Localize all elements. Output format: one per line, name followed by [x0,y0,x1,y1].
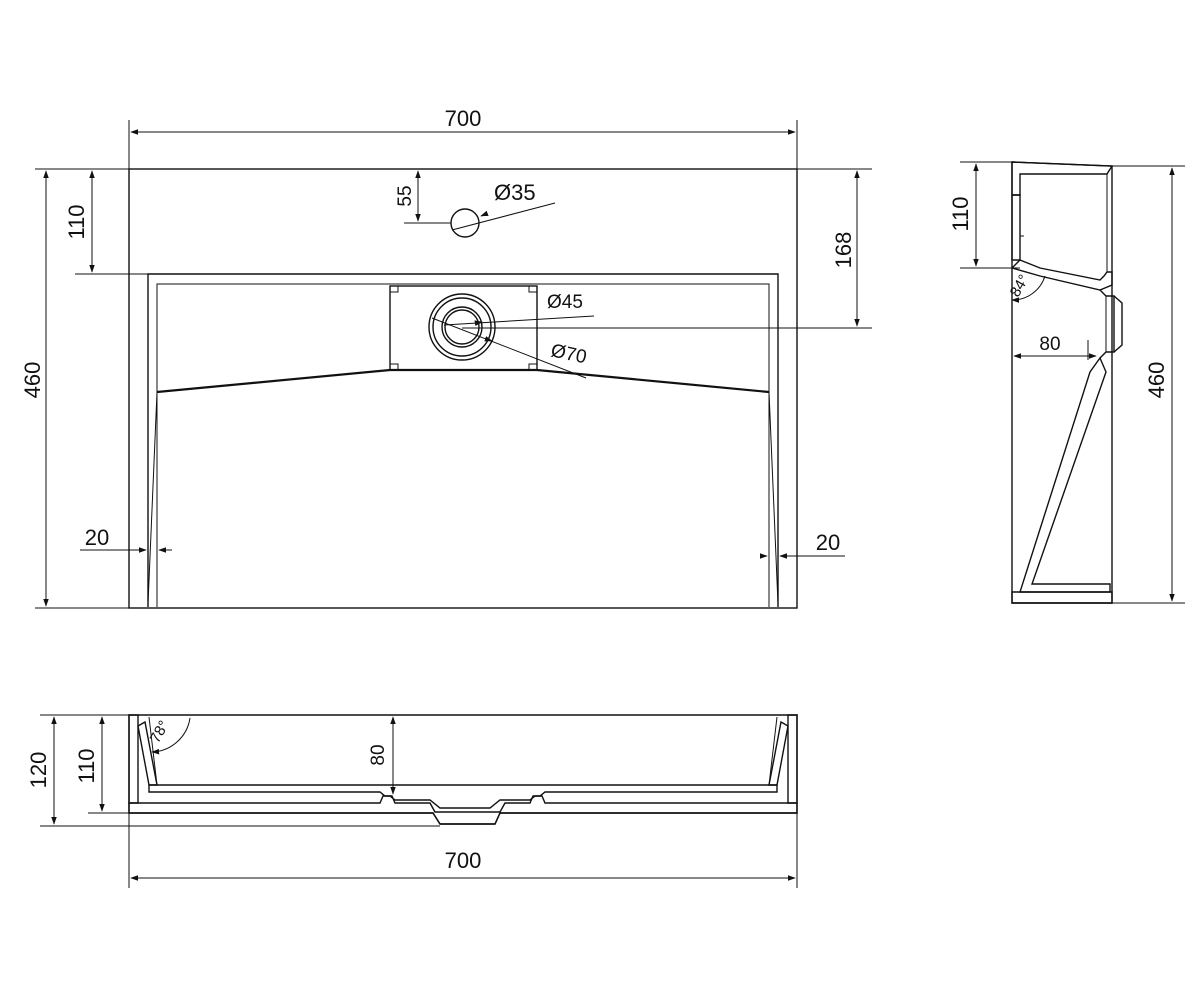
dim-tap-offset: 55 [395,185,416,206]
dim-side-drain-offset: 80 [1039,334,1060,355]
dim-overall-depth: 460 [20,362,45,399]
front-section-view: 120 110 78° 80 700 [26,714,798,888]
dim-tap-hole: Ø35 [494,180,536,205]
drain-outer-circle [428,293,496,361]
side-section-view: 110 84° 80 460 [948,161,1185,604]
dim-drain-outer: Ø70 [549,340,589,368]
dim-wall-right: 20 [816,530,840,555]
basin-outline [128,168,798,609]
dim-front-height: 120 [26,752,51,789]
tap-hole [450,208,480,238]
dim-rim-depth: 110 [64,204,89,239]
dim-wall-left: 20 [85,525,109,550]
drain-inner-circle [441,306,483,348]
dim-front-basin-depth: 80 [368,744,389,765]
dim-side-rim-depth: 110 [948,196,973,231]
dim-side-depth: 460 [1144,362,1169,399]
side-outline [1011,161,1113,604]
dim-front-inner-height: 110 [74,748,99,783]
bowl-rim [147,273,779,607]
dim-bottom-width: 700 [445,848,482,873]
dim-drain-inner: Ø45 [547,292,583,313]
top-view: 700 460 110 55 Ø35 168 Ø45 Ø70 [20,106,872,609]
dim-front-angle: 78° [147,718,173,746]
floor-slope-line [156,368,770,394]
dim-top-width: 700 [445,106,482,131]
dim-drain-offset: 168 [831,232,856,269]
